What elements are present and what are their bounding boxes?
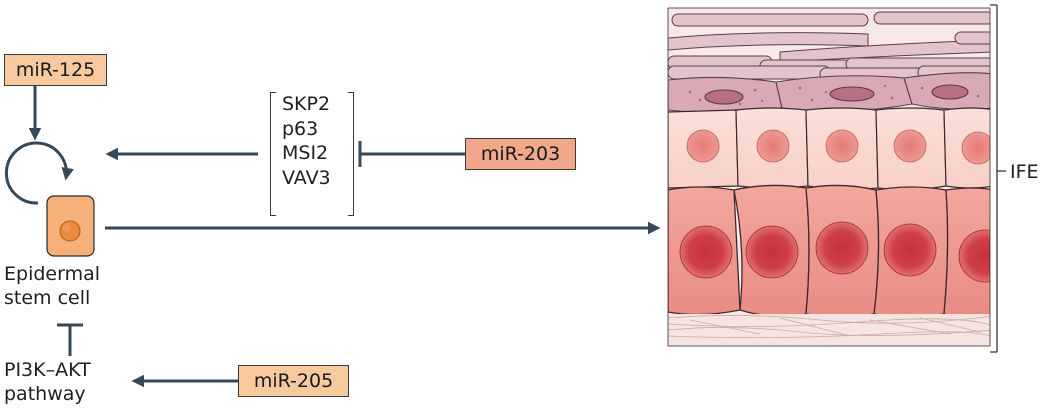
mir125-box: miR-125 bbox=[4, 54, 107, 86]
stem-cell-icon bbox=[46, 195, 95, 257]
target-gene: p63 bbox=[282, 117, 319, 140]
ife-bracket bbox=[990, 4, 1006, 353]
tissue-frame bbox=[667, 7, 991, 347]
pathway-label-line2: pathway bbox=[4, 383, 86, 405]
bracket-corner bbox=[348, 215, 354, 217]
target-genes-list: SKP2 p63 MSI2 VAV3 bbox=[270, 92, 354, 216]
target-gene: VAV3 bbox=[282, 166, 331, 189]
ife-label: IFE bbox=[1010, 161, 1039, 183]
bracket-corner bbox=[348, 92, 354, 94]
mir203-box: miR-203 bbox=[465, 138, 576, 170]
stem-cell-label: Epidermal stem cell bbox=[4, 262, 100, 310]
stem-cell-label-line2: stem cell bbox=[4, 287, 91, 309]
pathway-label-line1: PI3K–AKT bbox=[4, 359, 91, 381]
target-gene: SKP2 bbox=[282, 93, 331, 115]
pathway-label: PI3K–AKT pathway bbox=[4, 358, 91, 406]
bracket-corner bbox=[270, 92, 276, 94]
mir205-box: miR-205 bbox=[238, 365, 349, 397]
bracket-corner bbox=[270, 215, 276, 217]
target-gene: MSI2 bbox=[282, 142, 329, 164]
epidermis-illustration bbox=[668, 8, 990, 346]
self-renewal-arrow bbox=[4, 141, 74, 205]
stem-cell-label-line1: Epidermal bbox=[4, 263, 101, 285]
